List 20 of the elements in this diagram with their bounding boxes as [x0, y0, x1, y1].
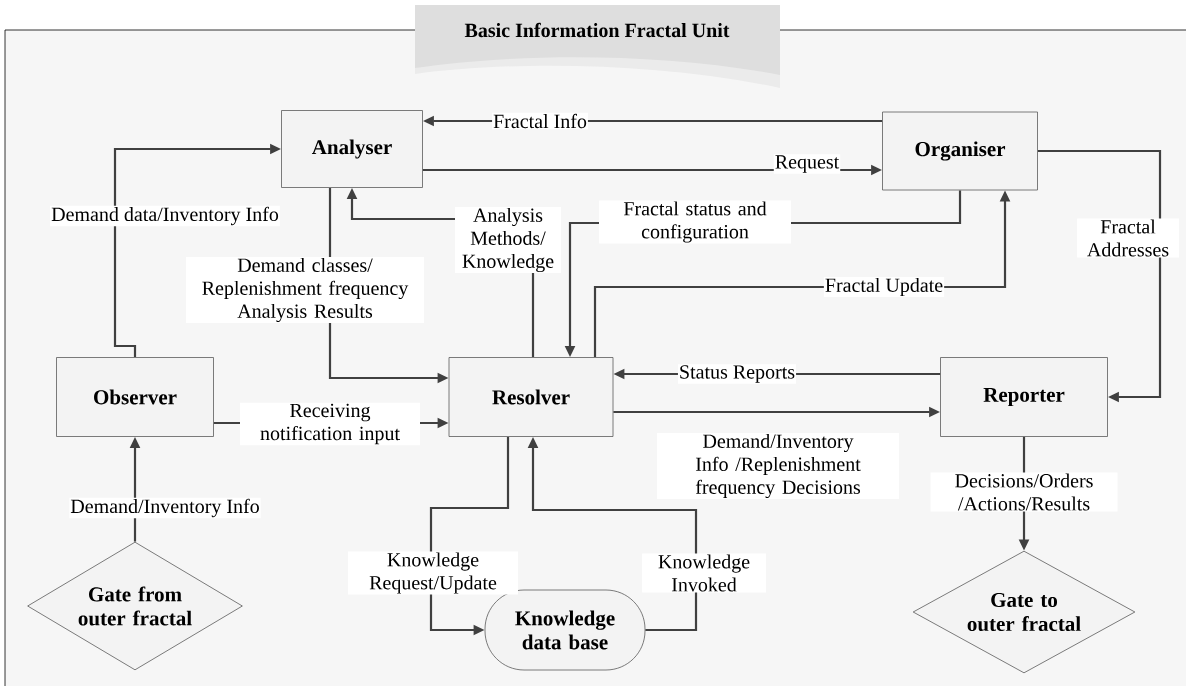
title-banner: Basic Information Fractal Unit — [415, 5, 780, 88]
edge-label: Analysis Methods/ Knowledge — [455, 206, 561, 274]
edge-label: Fractal status and configuration — [599, 200, 791, 244]
process-box: Analyser — [281, 110, 423, 188]
process-box: Observer — [56, 357, 214, 437]
arrow — [1037, 149, 1162, 403]
edge-label: Status Reports — [677, 364, 797, 384]
process-box: Resolver — [448, 357, 614, 437]
process-box: Organiser — [882, 111, 1038, 191]
edge-label: Demand/Inventory Info /Replenishment frequency Decisions — [657, 432, 899, 500]
edge-label: Demand/Inventory Info — [69, 497, 261, 519]
edge-label: Request — [773, 154, 841, 174]
edge-label: Demand classes/ Replenishment frequency Analysis Results — [186, 256, 424, 324]
edge-label: Fractal Addresses — [1077, 218, 1179, 258]
edge-label: Knowledge Invoked — [642, 553, 766, 593]
edge-label: Decisions/Orders /Actions/Results — [930, 472, 1118, 512]
edge-label: Demand data/Inventory Info — [50, 205, 280, 227]
edge-label: Receiving notification input — [240, 402, 420, 446]
edge-label: Knowledge Request/Update — [348, 551, 518, 595]
process-box: Reporter — [940, 357, 1108, 437]
